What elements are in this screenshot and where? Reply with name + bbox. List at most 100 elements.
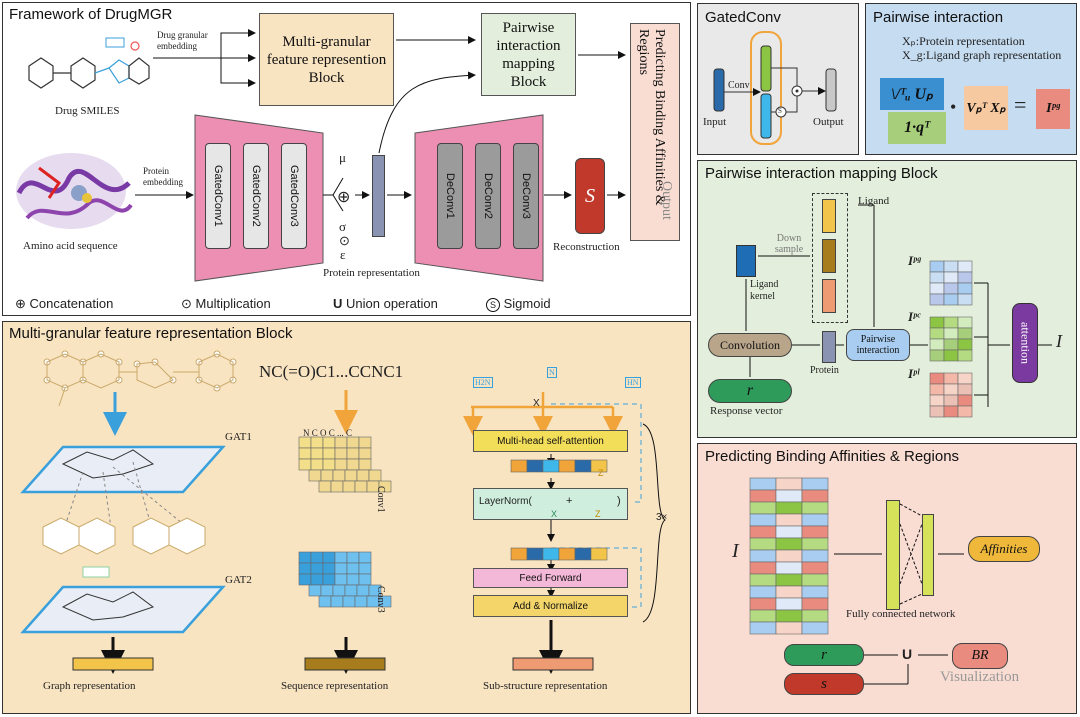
matrix-cell <box>929 293 945 306</box>
token-cell <box>526 459 544 473</box>
seq-cell-blue <box>342 595 356 608</box>
seq-cell <box>378 480 392 493</box>
framework-arrows <box>135 29 626 212</box>
x-label-2: X <box>551 509 558 519</box>
matrix-cell <box>957 338 973 351</box>
seq-cell <box>342 480 356 493</box>
predict-matrix-cell <box>775 513 803 527</box>
predict-matrix-cell <box>801 561 829 575</box>
matrix-cell <box>943 405 959 418</box>
seq-cell <box>322 458 336 471</box>
matrix-cell <box>957 405 973 418</box>
x-label-1: X <box>533 398 540 409</box>
ligand-bar-1 <box>822 199 836 233</box>
mu-symbol: μ <box>339 150 346 165</box>
protein-rep-bar <box>372 155 385 237</box>
mgfr-block-box[interactable]: Multi-granular feature represention Bloc… <box>259 13 394 106</box>
predict-panel: Predicting Binding Affinities & Regions … <box>697 443 1077 714</box>
mgfr-title: Multi-granular feature representation Bl… <box>9 325 293 342</box>
protein-embed-label: Protein embedding <box>143 166 183 187</box>
seq-cell-blue <box>322 562 336 575</box>
seq-cell <box>354 480 368 493</box>
token-cell <box>558 547 576 561</box>
ligand-bar-2 <box>822 239 836 273</box>
seq-cell-blue <box>298 562 312 575</box>
predict-matrix-cell <box>749 477 777 491</box>
response-label: Response vector <box>710 405 783 417</box>
union-text: Union operation <box>346 296 438 311</box>
drug-molecule-icon <box>28 37 150 89</box>
predict-matrix-cell <box>775 561 803 575</box>
gc-conv-label: Conv <box>728 80 750 91</box>
fcn-edge <box>899 503 923 517</box>
ligand-group <box>812 193 848 323</box>
drug-embed-label: Drug granular embedding <box>157 30 208 51</box>
union-op: U <box>902 646 913 662</box>
seq-cell <box>368 469 382 482</box>
mult-icon: ⊙ <box>181 296 192 311</box>
seq-cell <box>298 436 312 449</box>
matrix-cell <box>943 271 959 284</box>
ipc-label: Iᵖᶜ <box>908 309 921 324</box>
legend-union: U Union operation <box>333 296 438 311</box>
matrix-cell <box>957 293 973 306</box>
legend-sigmoid: S Sigmoid <box>486 296 551 312</box>
seq-header: N C O C ... C <box>303 428 353 438</box>
smiles-label: NC(=O)C1...CCNC1 <box>259 362 404 381</box>
seq-cell-blue <box>332 584 346 597</box>
matrix-cell <box>943 293 959 306</box>
seq-cell <box>310 447 324 460</box>
seq-cell <box>318 480 332 493</box>
eps-symbol: ε <box>340 247 346 262</box>
pairwise-panel: Pairwise interaction Xₚ:Protein represen… <box>865 3 1077 155</box>
eq2-box: 1·qᵀ <box>888 112 946 144</box>
pim-title: Pairwise interaction mapping Block <box>705 165 938 182</box>
s-box: S <box>575 158 605 234</box>
predict-matrix-cell <box>775 609 803 623</box>
seq-cell-blue <box>378 595 392 608</box>
affinities-box[interactable]: Affinities <box>968 536 1040 562</box>
seq-cell <box>298 458 312 471</box>
seq-cell <box>308 469 322 482</box>
fcn-label: Fully connected network <box>846 608 956 620</box>
matrix-cell <box>943 372 959 385</box>
pim-block-box[interactable]: Pairwise interaction mapping Block <box>481 13 576 96</box>
matrix-cell <box>943 349 959 362</box>
seq-cell-blue <box>308 584 322 597</box>
seq-cell-blue <box>318 595 332 608</box>
seq-cell <box>298 447 312 460</box>
matrix-cell <box>943 338 959 351</box>
convolution-box[interactable]: Convolution <box>708 333 792 357</box>
br-box[interactable]: BR <box>952 643 1008 669</box>
ipl-label: Iᵖˡ <box>908 366 920 381</box>
predict-matrix-cell <box>775 501 803 515</box>
predict-matrix-cell <box>749 573 777 587</box>
seq-cell <box>358 436 372 449</box>
seq-cell <box>358 458 372 471</box>
matrix-cell <box>957 282 973 295</box>
predict-matrix-cell <box>749 561 777 575</box>
seq-rep-label: Sequence representation <box>281 680 389 692</box>
token-cell <box>526 547 544 561</box>
frag-hn: HN <box>625 377 641 388</box>
attention-box[interactable]: attention <box>1012 303 1038 383</box>
mgfr-panel: Multi-granular feature representation Bl… <box>2 321 691 714</box>
eq3-box: Vₚᵀ Xₚ <box>964 86 1008 130</box>
seq-cell <box>322 436 336 449</box>
predict-matrix-cell <box>801 477 829 491</box>
ligand-kernel-box <box>736 245 756 277</box>
predict-matrix-cell <box>749 501 777 515</box>
matrix-cell <box>929 282 945 295</box>
predict-block-box[interactable] <box>630 23 680 241</box>
seq-cell-blue <box>310 562 324 575</box>
mhsa-box: Multi-head self-attention <box>473 430 628 452</box>
gc-output-label: Output <box>813 116 844 128</box>
fcn-bar-1 <box>886 500 900 610</box>
predict-matrix-cell <box>801 573 829 587</box>
seq-cell <box>330 480 344 493</box>
pairwise-interaction-box[interactable]: Pairwise interaction <box>846 329 910 361</box>
seq-cell <box>322 447 336 460</box>
drug-smiles-label: Drug SMILES <box>55 105 120 117</box>
seq-cell <box>320 469 334 482</box>
pred-r-box: r <box>784 644 864 666</box>
